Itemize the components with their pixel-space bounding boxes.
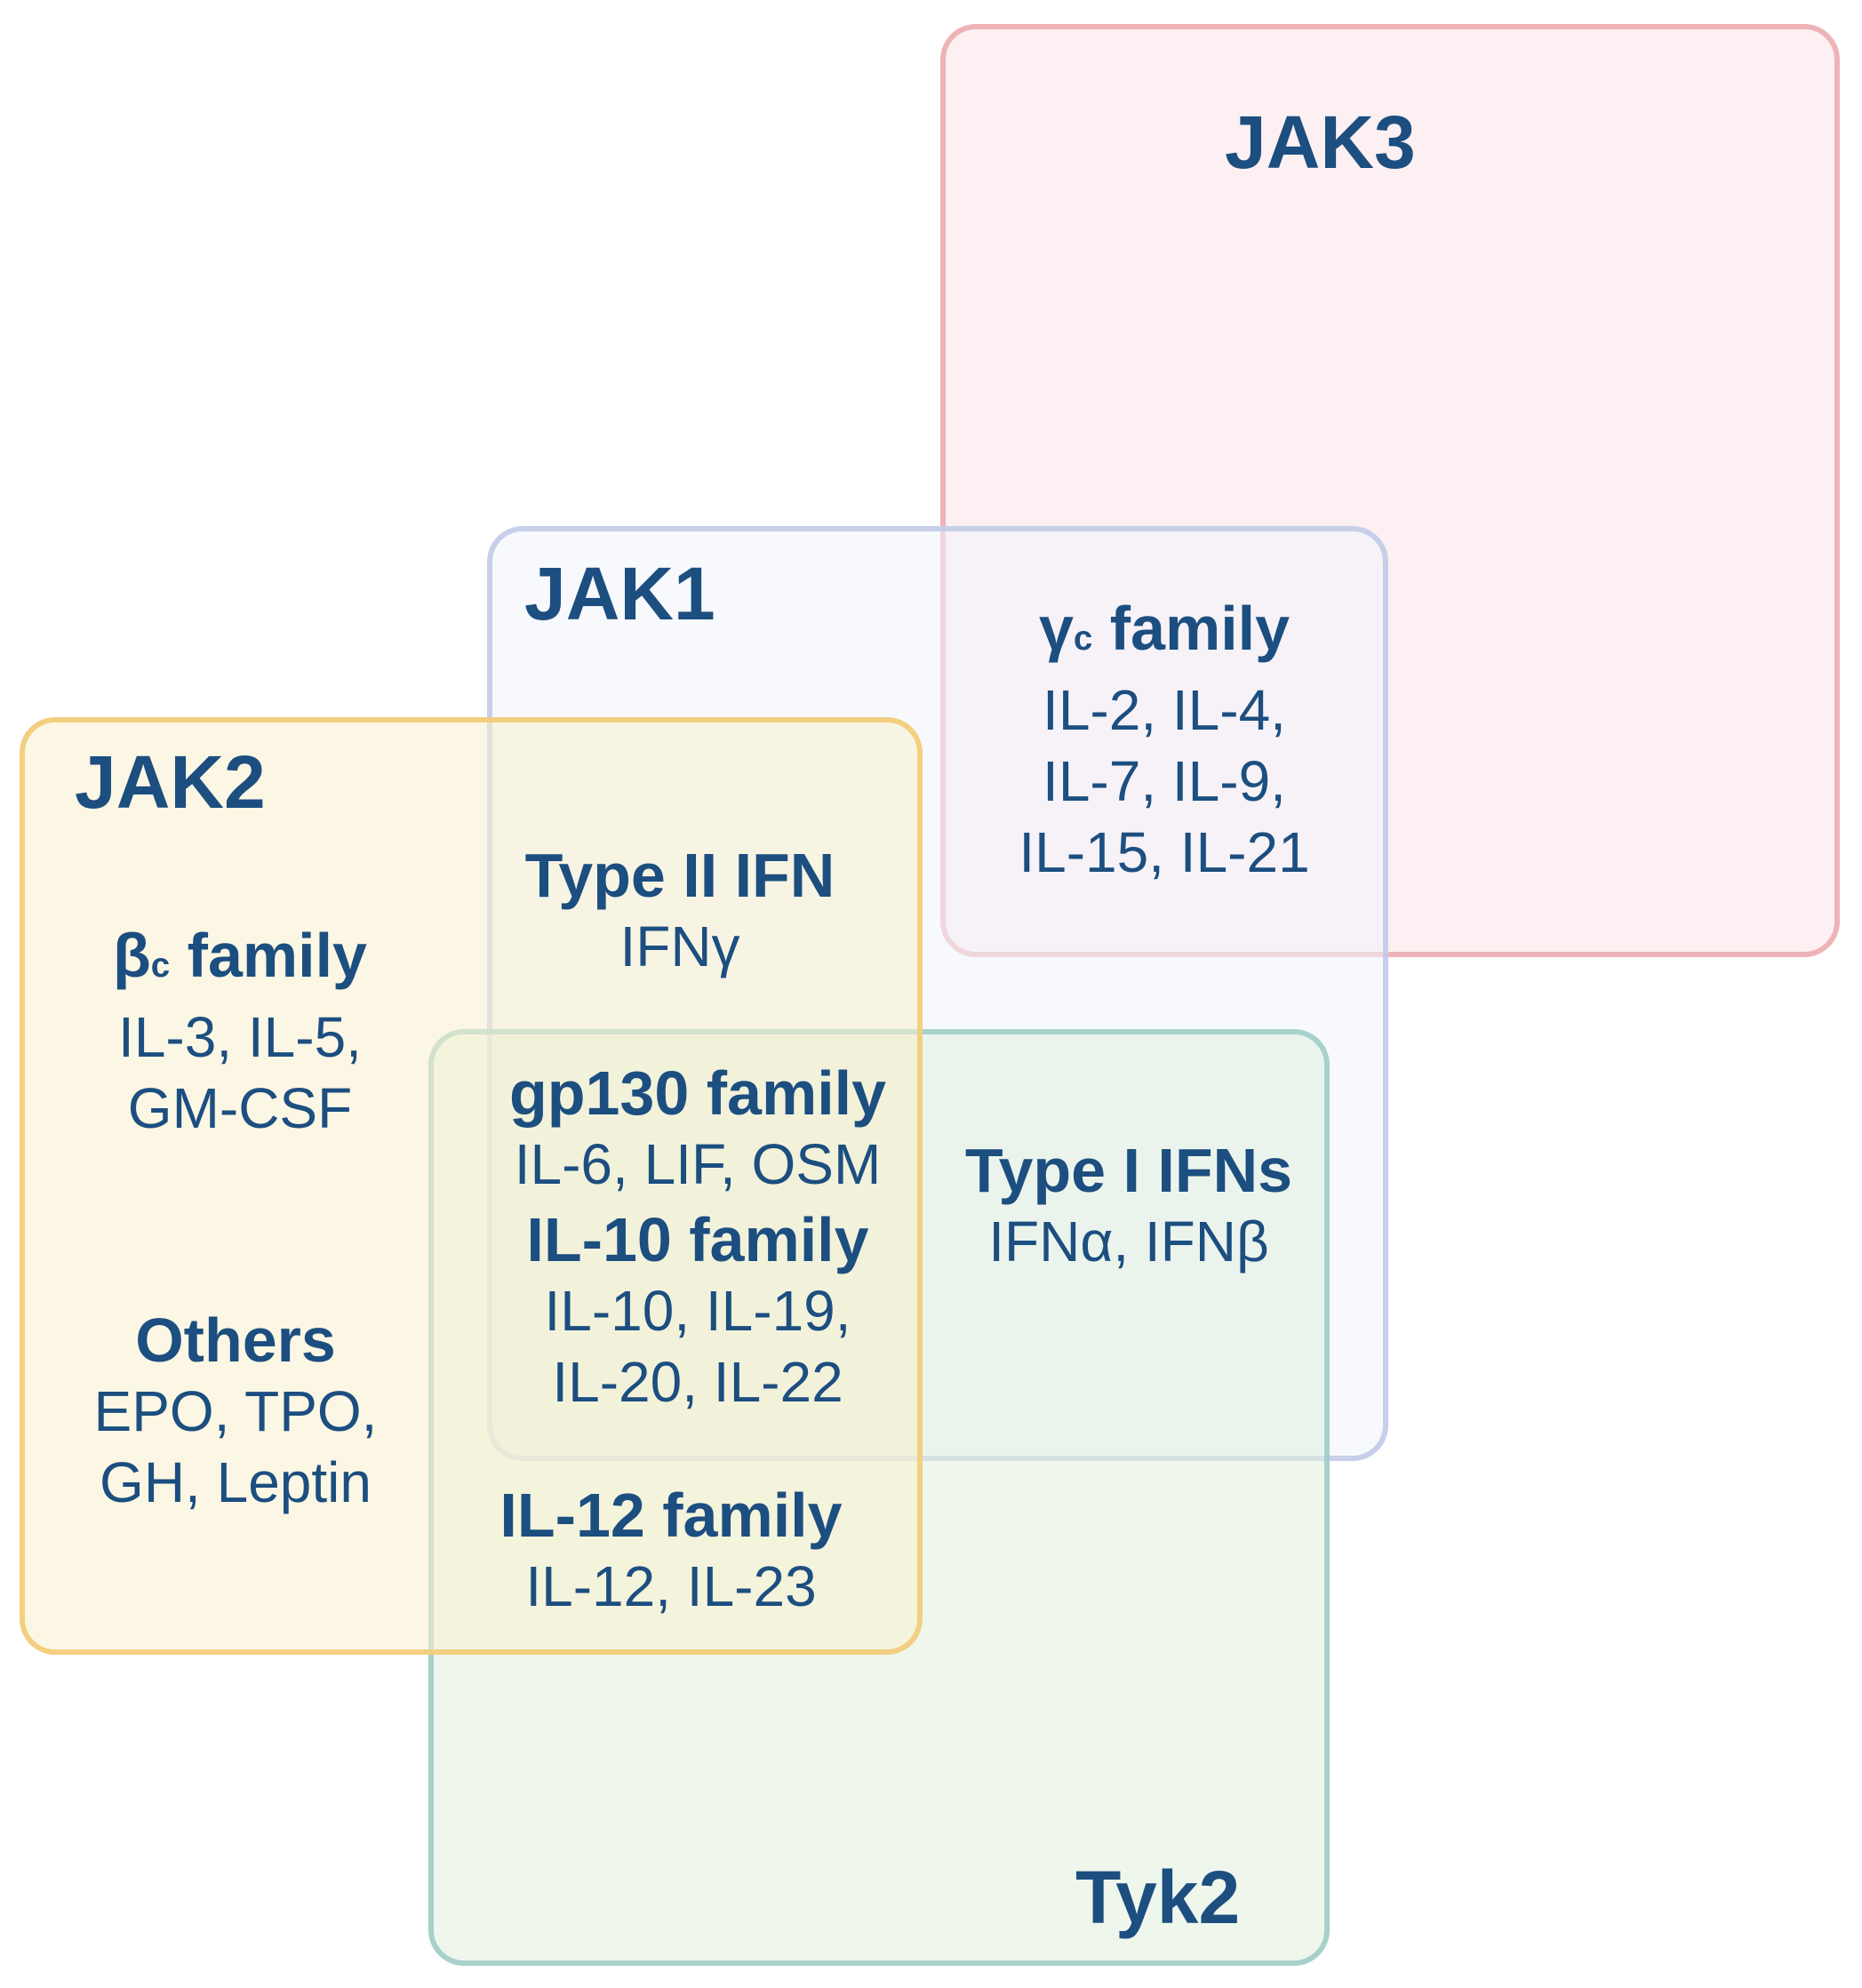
beta-subscript: c — [150, 946, 171, 985]
il12-members: IL-12, IL-23 — [525, 1554, 817, 1618]
gp130-family-group: gp130 family IL-6, LIF, OSM — [480, 1058, 915, 1200]
il10-family-title: IL-10 family — [526, 1205, 869, 1274]
type1-ifns-members: IFNα, IFNβ — [988, 1210, 1269, 1273]
type2-ifn-members: IFNγ — [619, 914, 740, 978]
gamma-c-family-group: γc family IL-2, IL-4, IL-7, IL-9, IL-15,… — [942, 593, 1387, 888]
beta-c-members-2: GM-CSF — [127, 1076, 353, 1140]
gamma-c-members-2: IL-7, IL-9, — [1043, 749, 1286, 813]
beta-c-family-title: βc family — [36, 920, 444, 1002]
beta-family-word: family — [170, 921, 367, 990]
gamma-c-members-3: IL-15, IL-21 — [1019, 820, 1310, 884]
type1-ifns-group: Type I IFNs IFNα, IFNβ — [933, 1135, 1324, 1277]
beta-c-members-1: IL-3, IL-5, — [118, 1005, 362, 1069]
jak3-label: JAK3 — [1225, 100, 1416, 184]
il10-members-1: IL-10, IL-19, — [544, 1279, 851, 1343]
type1-ifns-title: Type I IFNs — [964, 1136, 1293, 1205]
gp130-family-title: gp130 family — [508, 1058, 887, 1128]
jak2-label: JAK2 — [75, 740, 266, 824]
gamma-family-word: family — [1092, 594, 1291, 663]
gamma-subscript: c — [1073, 619, 1093, 658]
type2-ifn-group: Type II IFN IFNγ — [458, 840, 902, 982]
others-group: Others EPO, TPO, GH, Leptin — [36, 1305, 436, 1518]
gp130-members: IL-6, LIF, OSM — [514, 1132, 882, 1196]
others-title: Others — [135, 1305, 336, 1375]
gamma-c-family-title: γc family — [942, 593, 1387, 675]
beta-c-family-group: βc family IL-3, IL-5, GM-CSF — [36, 920, 444, 1144]
il12-family-title: IL-12 family — [499, 1481, 843, 1550]
type2-ifn-title: Type II IFN — [524, 841, 835, 910]
gamma-symbol: γ — [1038, 594, 1074, 663]
beta-symbol: β — [113, 921, 151, 990]
others-members-1: EPO, TPO, — [93, 1379, 378, 1443]
tyk2-label: Tyk2 — [1075, 1856, 1241, 1939]
il10-members-2: IL-20, IL-22 — [552, 1350, 843, 1414]
jak1-label: JAK1 — [524, 552, 715, 635]
gamma-c-members-1: IL-2, IL-4, — [1043, 678, 1286, 742]
others-members-2: GH, Leptin — [100, 1450, 372, 1514]
il12-family-group: IL-12 family IL-12, IL-23 — [449, 1480, 893, 1622]
jak2-box — [20, 717, 923, 1655]
il10-family-group: IL-10 family IL-10, IL-19, IL-20, IL-22 — [480, 1204, 915, 1417]
